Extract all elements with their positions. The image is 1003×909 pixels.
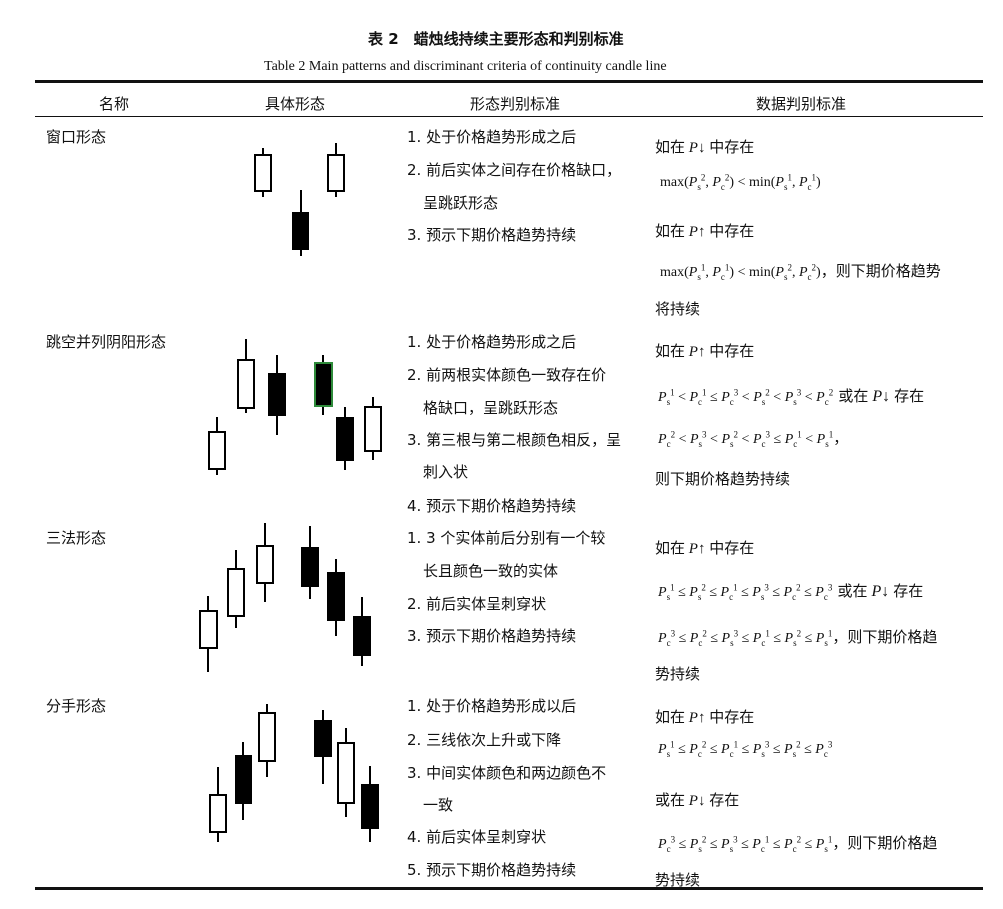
inequality: Ps1 ≤ Pc2 ≤ Pc1 ≤ Ps3 ≤ Ps2 ≤ Pc3: [658, 739, 833, 759]
criteria-line: 格缺口，呈跳跃形态: [423, 399, 559, 417]
header-name: 名称: [99, 95, 130, 113]
data-line: 如在 P↑ 中存在: [655, 342, 755, 360]
data-line: Pc2 < Ps3 < Ps2 < Pc3 ≤ Pc1 < Ps1，: [658, 429, 849, 449]
table-caption-en: Table 2 Main patterns and discriminant c…: [264, 59, 667, 74]
criteria-line: 1. 处于价格趋势形成之后: [407, 333, 577, 351]
data-line: Ps1 ≤ Ps2 ≤ Pc1 ≤ Ps3 ≤ Pc2 ≤ Pc3 或在 P↓ …: [658, 582, 924, 602]
data-line: max(Ps1, Pc1) < min(Ps2, Pc2)，则下期价格趋势: [660, 262, 941, 282]
header-shape: 具体形态: [265, 95, 326, 113]
criteria-line: 2. 前后实体呈刺穿状: [407, 595, 547, 613]
data-line: 则下期价格趋势持续: [655, 470, 791, 488]
gap-side-by-side-figure: [208, 339, 382, 475]
criteria-line: 3. 预示下期价格趋势持续: [407, 226, 577, 244]
criteria-line: 1. 处于价格趋势形成以后: [407, 697, 577, 715]
criteria-line: 刺入状: [423, 463, 469, 481]
window-pattern-figure: [254, 143, 345, 256]
header-pattern-criteria: 形态判别标准: [470, 95, 561, 113]
criteria-line: 呈跳跃形态: [423, 194, 499, 212]
criteria-line: 1. 处于价格趋势形成之后: [407, 128, 577, 146]
bottom-rule: [35, 887, 983, 890]
criteria-line: 3. 第三根与第二根颜色相反，呈: [407, 431, 622, 449]
data-line: 如在 P↑ 中存在: [655, 539, 755, 557]
header-data-criteria: 数据判别标准: [756, 95, 847, 113]
criteria-line: 3. 预示下期价格趋势持续: [407, 627, 577, 645]
table-caption-cn: 表 2 蜡烛线持续主要形态和判别标准: [368, 30, 624, 48]
inequality: max(Ps2, Pc2) < min(Ps1, Pc1): [660, 172, 821, 192]
data-line: 将持续: [655, 300, 701, 318]
row-name: 跳空并列阴阳形态: [46, 333, 167, 351]
separating-lines-figure: [209, 704, 379, 842]
criteria-line: 5. 预示下期价格趋势持续: [407, 861, 577, 879]
data-line: Ps1 < Pc1 ≤ Pc3 < Ps2 < Ps3 < Pc2 或在 P↓ …: [658, 387, 925, 407]
criteria-line: 2. 前两根实体颜色一致存在价: [407, 366, 607, 384]
three-methods-figure: [199, 523, 371, 672]
data-line: Pc3 ≤ Ps2 ≤ Ps3 ≤ Pc1 ≤ Pc2 ≤ Ps1，则下期价格趋: [658, 834, 938, 854]
criteria-line: 2. 前后实体之间存在价格缺口，: [407, 161, 622, 179]
criteria-line: 长且颜色一致的实体: [423, 562, 559, 580]
criteria-line: 4. 前后实体呈刺穿状: [407, 828, 547, 846]
header-rule: [35, 116, 983, 117]
data-line: 或在 P↓ 存在: [655, 791, 740, 809]
data-line: 势持续: [655, 665, 701, 683]
data-line: 如在 P↓ 中存在: [655, 138, 755, 156]
criteria-line: 4. 预示下期价格趋势持续: [407, 497, 577, 515]
criteria-line: 1. 3 个实体前后分别有一个较: [407, 529, 606, 547]
criteria-line: 3. 中间实体颜色和两边颜色不: [407, 764, 607, 782]
data-line: 如在 P↑ 中存在: [655, 708, 755, 726]
criteria-line: 2. 三线依次上升或下降: [407, 731, 562, 749]
row-name: 窗口形态: [46, 128, 107, 146]
data-line: 势持续: [655, 871, 701, 889]
row-name: 三法形态: [46, 529, 107, 547]
row-name: 分手形态: [46, 697, 107, 715]
data-line: Pc3 ≤ Pc2 ≤ Ps3 ≤ Pc1 ≤ Ps2 ≤ Ps1，则下期价格趋: [658, 628, 938, 648]
top-rule: [35, 80, 983, 83]
data-line: 如在 P↑ 中存在: [655, 222, 755, 240]
criteria-line: 一致: [423, 796, 454, 814]
